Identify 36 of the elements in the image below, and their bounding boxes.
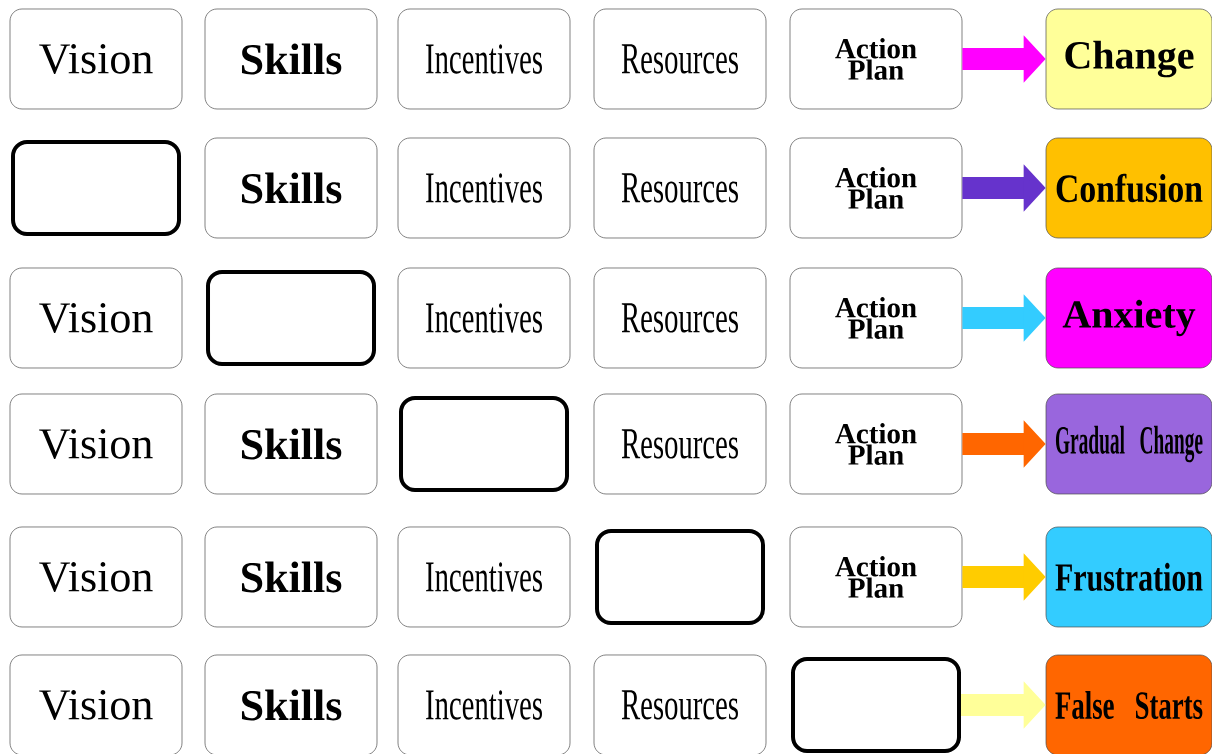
text-box: Skills xyxy=(204,137,378,239)
text-box: Skills xyxy=(204,393,378,495)
text-box: Vision xyxy=(9,267,183,369)
text-box: Incentives xyxy=(397,526,571,628)
text-box: Incentives xyxy=(397,8,571,110)
text-box: Incentives xyxy=(397,137,571,239)
text-box: Resources xyxy=(593,393,767,495)
empty-box xyxy=(206,270,376,366)
text-box: Action Plan xyxy=(789,267,963,369)
outcome-box: Gradual Change xyxy=(1045,393,1212,495)
text-box: Vision xyxy=(9,654,183,754)
outcome-box: Frustration xyxy=(1045,526,1212,628)
text-box: Action Plan xyxy=(789,137,963,239)
outcome-box: Confusion xyxy=(1045,137,1212,239)
text-box: Vision xyxy=(9,526,183,628)
text-box: Action Plan xyxy=(789,526,963,628)
empty-box xyxy=(11,140,181,236)
text-box: Action Plan xyxy=(789,393,963,495)
text-box: Resources xyxy=(593,137,767,239)
empty-box xyxy=(791,657,961,753)
text-box: Action Plan xyxy=(789,8,963,110)
text-box: Resources xyxy=(593,654,767,754)
empty-box xyxy=(399,396,569,492)
text-box: Incentives xyxy=(397,654,571,754)
text-box: Resources xyxy=(593,267,767,369)
text-box: Resources xyxy=(593,8,767,110)
outcome-box: Anxiety xyxy=(1045,267,1212,369)
outcome-box: False Starts xyxy=(1045,654,1212,754)
text-box: Vision xyxy=(9,8,183,110)
empty-box xyxy=(595,529,765,625)
text-box: Incentives xyxy=(397,267,571,369)
text-box: Vision xyxy=(9,393,183,495)
text-box: Skills xyxy=(204,8,378,110)
text-box: Skills xyxy=(204,526,378,628)
outcome-box: Change xyxy=(1045,8,1212,110)
text-box: Skills xyxy=(204,654,378,754)
